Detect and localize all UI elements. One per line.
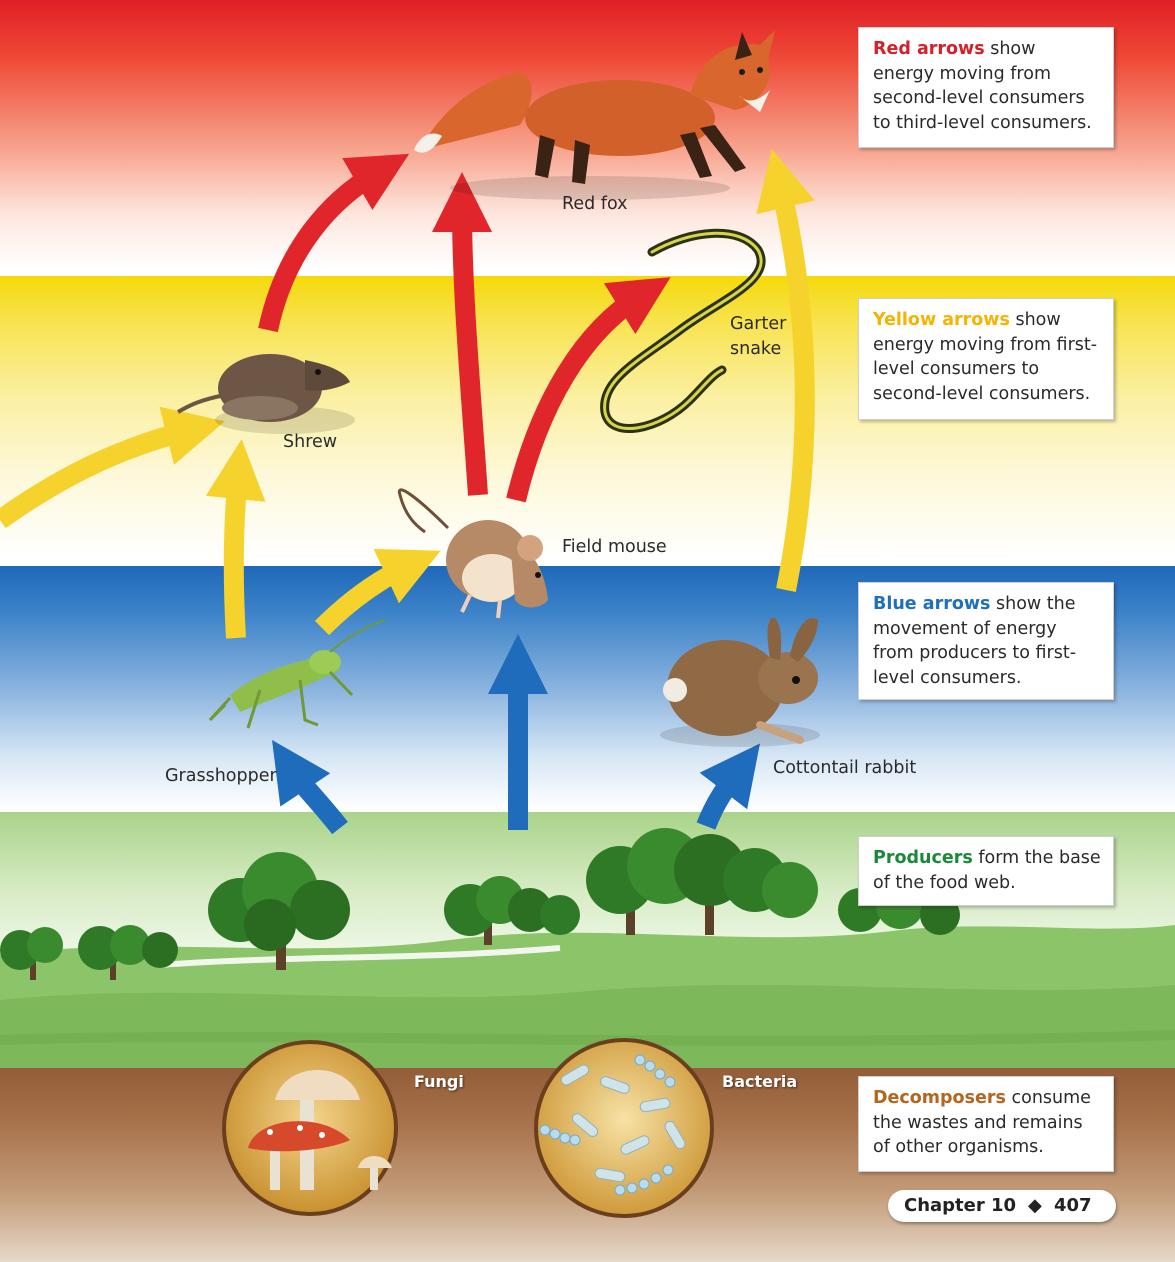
callout-brown-emphasis: Decomposers <box>873 1088 1006 1108</box>
callout-blue-emphasis: Blue arrows <box>873 594 990 614</box>
arrow-plants-to-grasshopper <box>292 770 340 828</box>
red-fox-label: Red fox <box>562 194 628 214</box>
arrow-plants-to-rabbit <box>706 772 738 826</box>
cottontail-rabbit-label: Cottontail rabbit <box>773 758 916 778</box>
callout-yellow-emphasis: Yellow arrows <box>873 310 1010 330</box>
fungi-magnifier <box>224 1042 396 1214</box>
red-fox-illustration <box>414 30 775 200</box>
chapter-label: Chapter 10 <box>904 1195 1016 1216</box>
bacteria-label: Bacteria <box>722 1072 797 1091</box>
arrow-shrew-to-fox <box>268 172 378 330</box>
arrow-grasshopper-to-mouse <box>322 566 408 628</box>
shrew-illustration <box>178 354 355 434</box>
field-mouse-label: Field mouse <box>562 537 667 557</box>
garter-snake-label-line2: snake <box>730 339 781 359</box>
arrow-mouse-to-snake <box>516 296 640 500</box>
page-footer: Chapter 10 ◆ 407 <box>888 1190 1116 1222</box>
callout-red-emphasis: Red arrows <box>873 39 985 59</box>
arrow-rabbit-to-fox <box>780 184 805 590</box>
shrew-label: Shrew <box>283 432 337 452</box>
decomposers-callout: Decomposers consume the wastes and remai… <box>858 1076 1114 1172</box>
field-mouse-illustration <box>399 490 548 618</box>
arrow-offpage-to-shrew <box>0 430 190 520</box>
garter-snake-label-line1: Garter <box>730 314 786 334</box>
diamond-separator-icon: ◆ <box>1028 1195 1042 1216</box>
yellow-arrows-callout: Yellow arrows show energy moving from fi… <box>858 298 1114 420</box>
grasshopper-label: Grasshopper <box>165 766 277 786</box>
callout-green-emphasis: Producers <box>873 848 973 868</box>
cottontail-rabbit-illustration <box>660 618 820 747</box>
arrow-mouse-to-fox <box>462 208 478 495</box>
fungi-label: Fungi <box>414 1072 464 1091</box>
blue-arrows-callout: Blue arrows show the movement of energy … <box>858 582 1114 700</box>
page-number: 407 <box>1054 1195 1092 1216</box>
red-arrows-callout: Red arrows show energy moving from secon… <box>858 27 1114 148</box>
producers-callout: Producers form the base of the food web. <box>858 836 1114 906</box>
bacteria-magnifier <box>536 1040 712 1216</box>
arrow-grasshopper-to-shrew <box>234 475 238 638</box>
